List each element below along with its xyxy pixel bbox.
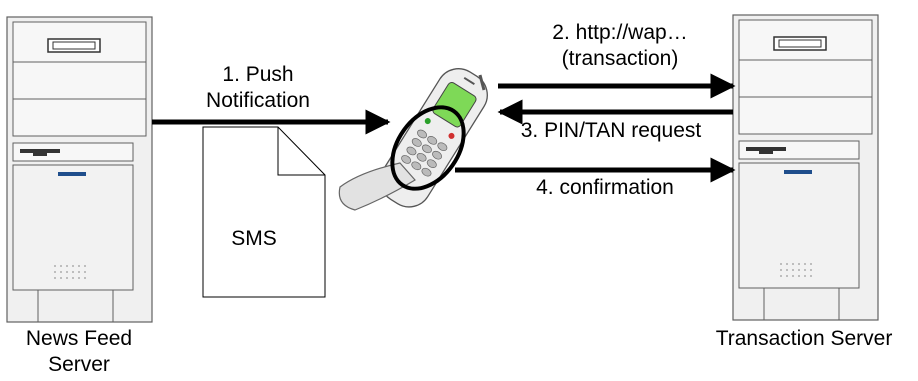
transaction-server-icon	[732, 14, 879, 321]
news-feed-server-label-line2: Server	[48, 353, 110, 376]
sms-label: SMS	[231, 227, 277, 250]
step1-label: 1. Push Notification	[188, 62, 328, 114]
step1-label-line1: 1. Push	[222, 63, 294, 86]
news-feed-server-label-line1: News Feed	[25, 327, 133, 350]
step2-label-line1: 2. http://wap…	[552, 21, 688, 44]
step3-label: 3. PIN/TAN request	[520, 119, 702, 142]
step4-label: 4. confirmation	[536, 176, 674, 199]
step1-label-line2: Notification	[206, 89, 310, 112]
step2-label: 2. http://wap… (transaction)	[520, 20, 720, 72]
transaction-server-label: Transaction Server	[715, 327, 893, 350]
mobile-phone-icon	[338, 68, 488, 211]
news-feed-server-icon	[6, 16, 153, 323]
sms-document-icon	[202, 126, 326, 298]
news-feed-server-label: News Feed Server	[4, 326, 154, 378]
step2-label-line2: (transaction)	[561, 47, 679, 70]
